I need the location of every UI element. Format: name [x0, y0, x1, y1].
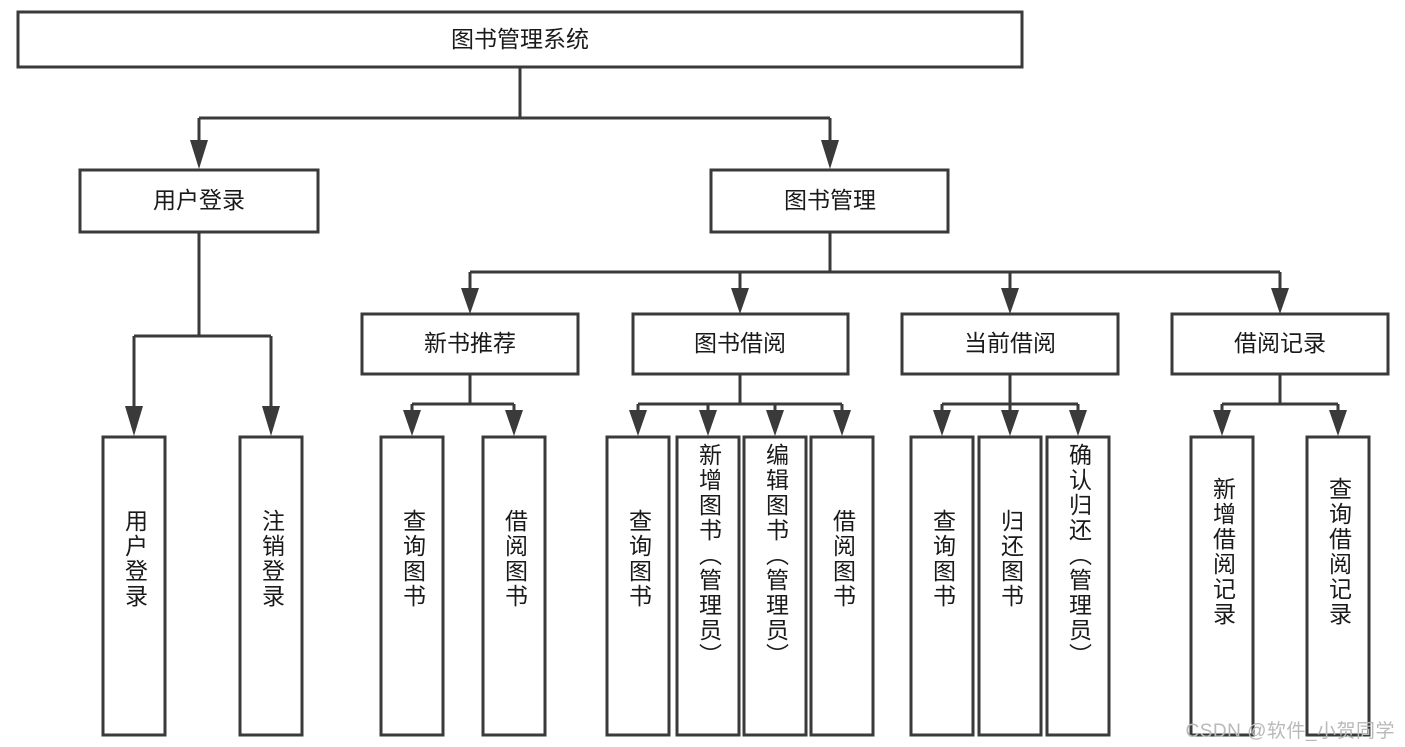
- connector-borrowrecords-to-leaves: [1213, 374, 1347, 436]
- node-new-book-recommend-label: 新书推荐: [424, 330, 516, 356]
- node-root-box[interactable]: [16, 10, 1024, 69]
- node-borrow-records-label: 借阅记录: [1234, 330, 1326, 356]
- node-book-management-label: 图书管理: [784, 187, 876, 213]
- leaf-query-book-recommend-box[interactable]: [379, 435, 445, 737]
- leaf-borrow-book-recommend-box[interactable]: [481, 435, 547, 737]
- node-user-login-box[interactable]: [78, 168, 320, 234]
- connector-root-to-level2: [190, 67, 839, 169]
- node-borrow-records-box[interactable]: [1170, 312, 1390, 376]
- leaf-return-book-box[interactable]: [977, 435, 1043, 737]
- leaf-add-book-admin-box[interactable]: [675, 435, 741, 737]
- node-current-borrow-box[interactable]: [900, 312, 1120, 376]
- leaf-edit-book-admin-box[interactable]: [742, 435, 808, 737]
- csdn-watermark: CSDN @软件_小贺同学: [1185, 721, 1395, 742]
- leaf-add-borrow-record-box[interactable]: [1189, 435, 1255, 737]
- node-root-label: 图书管理系统: [451, 26, 589, 52]
- leaf-borrow-book-box[interactable]: [809, 435, 875, 737]
- node-user-login-label: 用户登录: [153, 187, 245, 213]
- node-book-borrow-box[interactable]: [631, 312, 850, 376]
- leaf-query-book-current-box[interactable]: [909, 435, 975, 737]
- leaf-logout-box[interactable]: [238, 435, 304, 737]
- leaf-confirm-return-admin-box[interactable]: [1045, 435, 1111, 737]
- node-book-borrow-label: 图书借阅: [694, 330, 786, 356]
- leaf-query-book-borrow-box[interactable]: [605, 435, 671, 737]
- connector-userlogin-to-leaves: [125, 232, 280, 436]
- node-new-book-recommend-box[interactable]: [360, 312, 580, 376]
- connector-newbook-to-leaves: [403, 374, 523, 436]
- leaf-query-borrow-record-box[interactable]: [1305, 435, 1371, 737]
- connector-bookmgmt-to-level3: [461, 232, 1289, 314]
- node-current-borrow-label: 当前借阅: [964, 330, 1056, 356]
- node-book-management-box[interactable]: [709, 168, 950, 234]
- connector-bookborrow-to-leaves: [629, 374, 851, 436]
- connector-currentborrow-to-leaves: [933, 374, 1087, 436]
- leaf-user-login-box[interactable]: [101, 435, 167, 737]
